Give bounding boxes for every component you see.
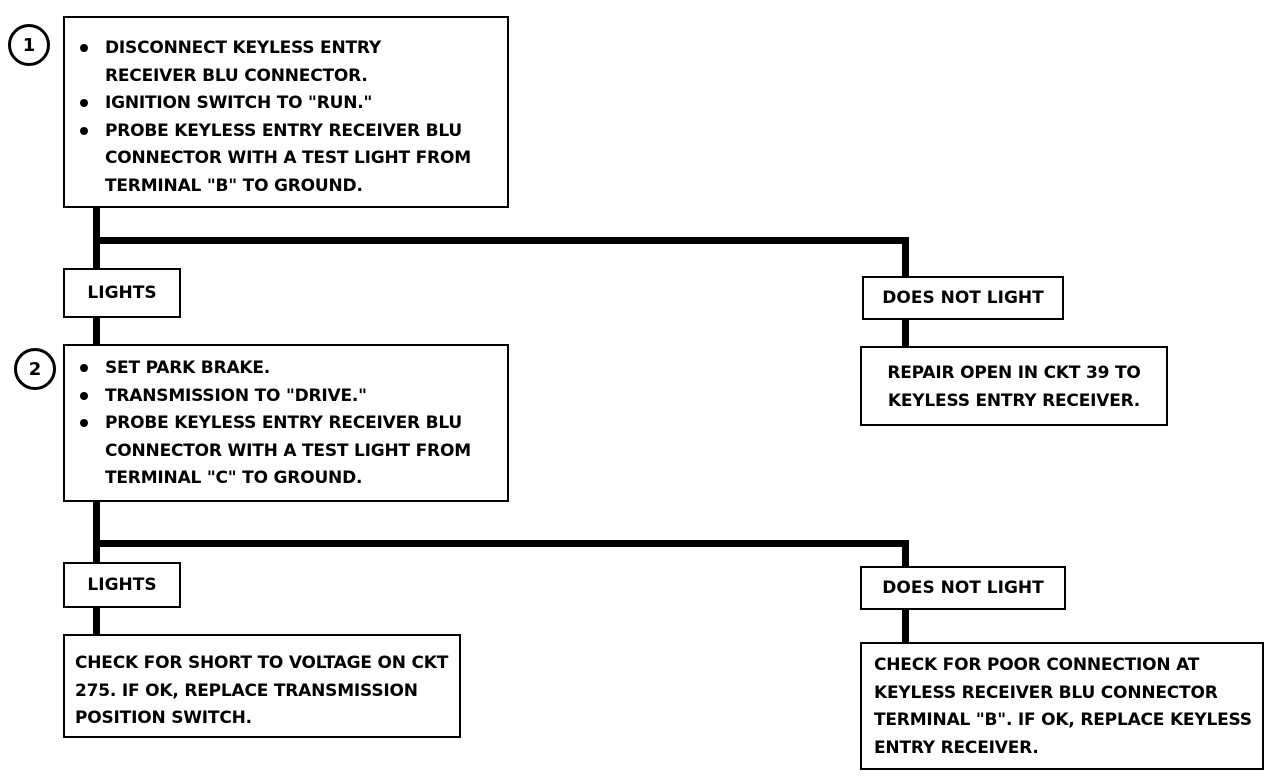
short-to-voltage-text: CHECK FOR SHORT TO VOLTAGE ON CKT 275. I… bbox=[75, 653, 449, 728]
repair-open-text: REPAIR OPEN IN CKT 39 TO KEYLESS ENTRY R… bbox=[887, 363, 1141, 411]
connector-dnl1-down bbox=[902, 318, 909, 346]
branch-1-does-not-light-label: DOES NOT LIGHT bbox=[862, 276, 1064, 320]
step-1-marker: 1 bbox=[8, 24, 50, 66]
poor-connection-text: CHECK FOR POOR CONNECTION AT KEYLESS REC… bbox=[874, 655, 1252, 758]
step-2-bullet: SET PARK BRAKE. bbox=[65, 355, 503, 383]
step-1-bullet: DISCONNECT KEYLESS ENTRY RECEIVER BLU CO… bbox=[65, 35, 405, 90]
step-2-list: SET PARK BRAKE. TRANSMISSION TO "DRIVE."… bbox=[65, 355, 503, 493]
step-1-bullet: IGNITION SWITCH TO "RUN." bbox=[65, 90, 503, 118]
connector-branch2-right-down bbox=[902, 540, 909, 568]
connector-dnl2-down bbox=[902, 608, 909, 642]
step-1-number: 1 bbox=[22, 34, 36, 56]
step-1-list: DISCONNECT KEYLESS ENTRY RECEIVER BLU CO… bbox=[65, 35, 503, 200]
branch-2-lights-label: LIGHTS bbox=[63, 562, 181, 608]
branch-2-dnl-result-box: CHECK FOR POOR CONNECTION AT KEYLESS REC… bbox=[860, 642, 1264, 770]
connector-branch1-right-down bbox=[902, 237, 909, 276]
step-1-bullet: PROBE KEYLESS ENTRY RECEIVER BLU CONNECT… bbox=[65, 118, 475, 201]
step-1-box: DISCONNECT KEYLESS ENTRY RECEIVER BLU CO… bbox=[63, 16, 509, 208]
step-2-bullet: PROBE KEYLESS ENTRY RECEIVER BLU CONNECT… bbox=[65, 410, 475, 493]
step-2-bullet: TRANSMISSION TO "DRIVE." bbox=[65, 383, 503, 411]
branch-2-does-not-light-label: DOES NOT LIGHT bbox=[860, 566, 1066, 610]
step-2-number: 2 bbox=[28, 358, 42, 380]
connector-lights2-down bbox=[93, 606, 100, 634]
connector-lights1-down bbox=[93, 316, 100, 346]
branch-1-repair-box: REPAIR OPEN IN CKT 39 TO KEYLESS ENTRY R… bbox=[860, 346, 1168, 426]
connector-branch2-horizontal bbox=[93, 540, 909, 547]
step-2-marker: 2 bbox=[14, 348, 56, 390]
connector-step2-down bbox=[93, 500, 100, 562]
branch-2-lights-result-box: CHECK FOR SHORT TO VOLTAGE ON CKT 275. I… bbox=[63, 634, 461, 738]
branch-1-lights-label: LIGHTS bbox=[63, 268, 181, 318]
connector-branch1-horizontal bbox=[93, 237, 909, 244]
step-2-box: SET PARK BRAKE. TRANSMISSION TO "DRIVE."… bbox=[63, 344, 509, 502]
